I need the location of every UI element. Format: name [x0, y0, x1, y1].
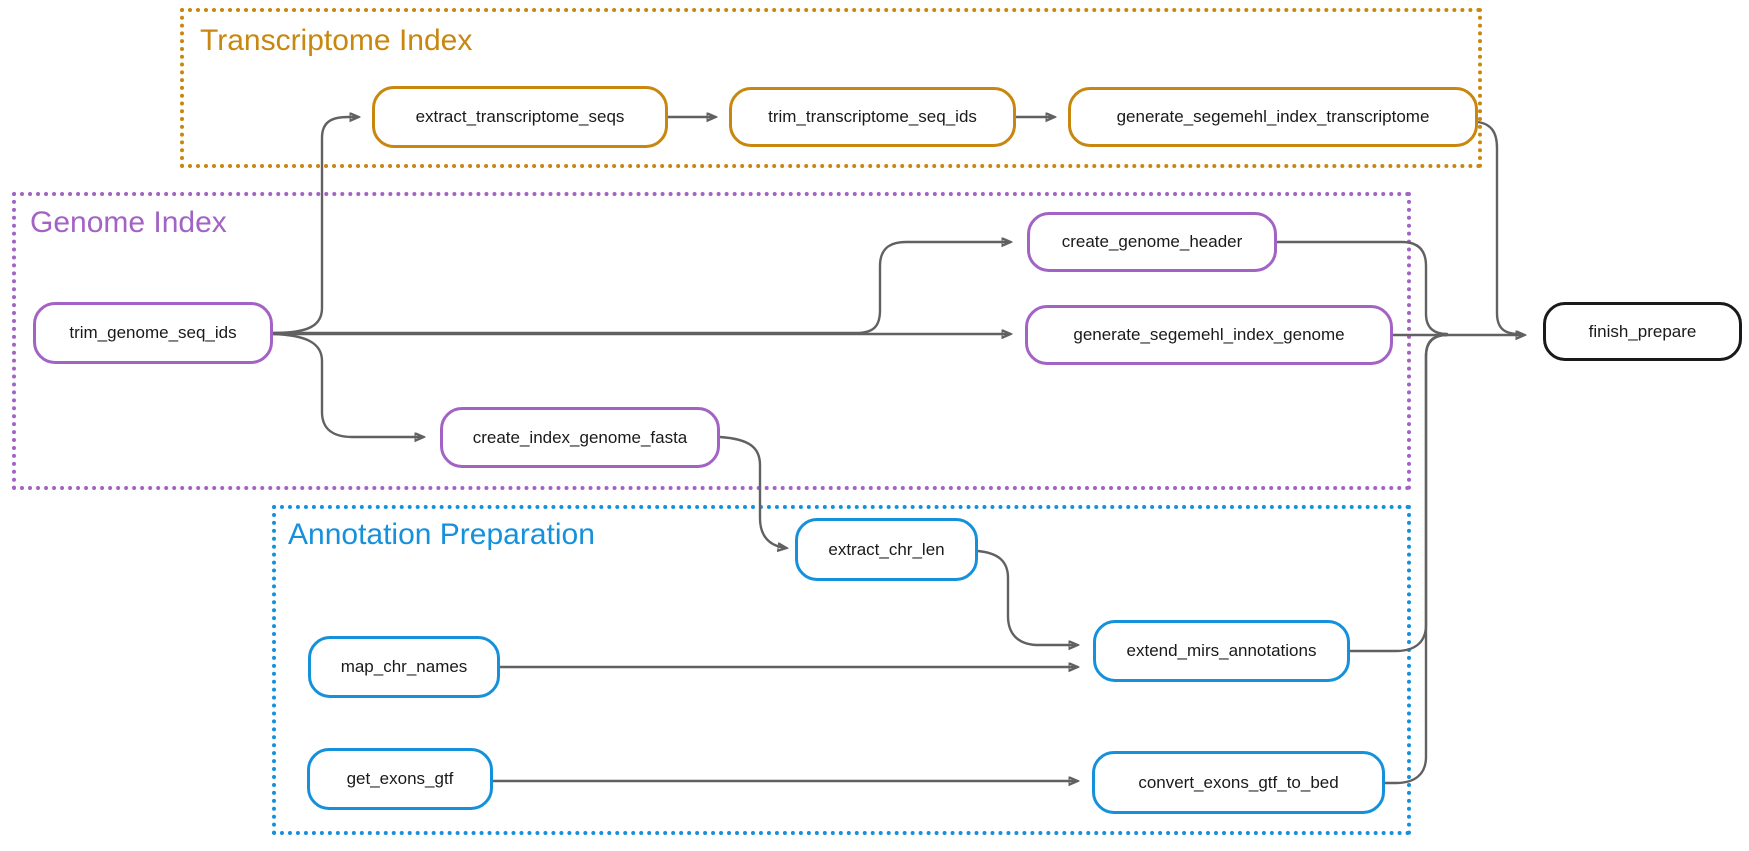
node-extract-chr-len: extract_chr_len	[795, 518, 978, 581]
group-box-transcriptome-index	[180, 8, 1482, 168]
node-map-chr-names: map_chr_names	[308, 636, 500, 698]
node-convert-exons-gtf-to-bed: convert_exons_gtf_to_bed	[1092, 751, 1385, 814]
node-extend-mirs-annotations: extend_mirs_annotations	[1093, 620, 1350, 682]
node-trim-transcriptome-seq-ids: trim_transcriptome_seq_ids	[729, 87, 1016, 147]
group-title-transcriptome-index: Transcriptome Index	[200, 24, 473, 57]
node-generate-segemehl-index-genome: generate_segemehl_index_genome	[1025, 305, 1393, 365]
group-title-genome-index: Genome Index	[30, 206, 227, 239]
node-create-genome-header: create_genome_header	[1027, 212, 1277, 272]
node-finish-prepare: finish_prepare	[1543, 302, 1742, 361]
node-get-exons-gtf: get_exons_gtf	[307, 748, 493, 810]
node-trim-genome-seq-ids: trim_genome_seq_ids	[33, 302, 273, 364]
node-generate-segemehl-index-transcriptome: generate_segemehl_index_transcriptome	[1068, 87, 1478, 147]
group-title-annotation-preparation: Annotation Preparation	[288, 518, 595, 551]
node-extract-transcriptome-seqs: extract_transcriptome_seqs	[372, 86, 668, 148]
node-create-index-genome-fasta: create_index_genome_fasta	[440, 407, 720, 468]
edge-generate-index-transcriptome-to-finish	[1476, 120, 1524, 336]
